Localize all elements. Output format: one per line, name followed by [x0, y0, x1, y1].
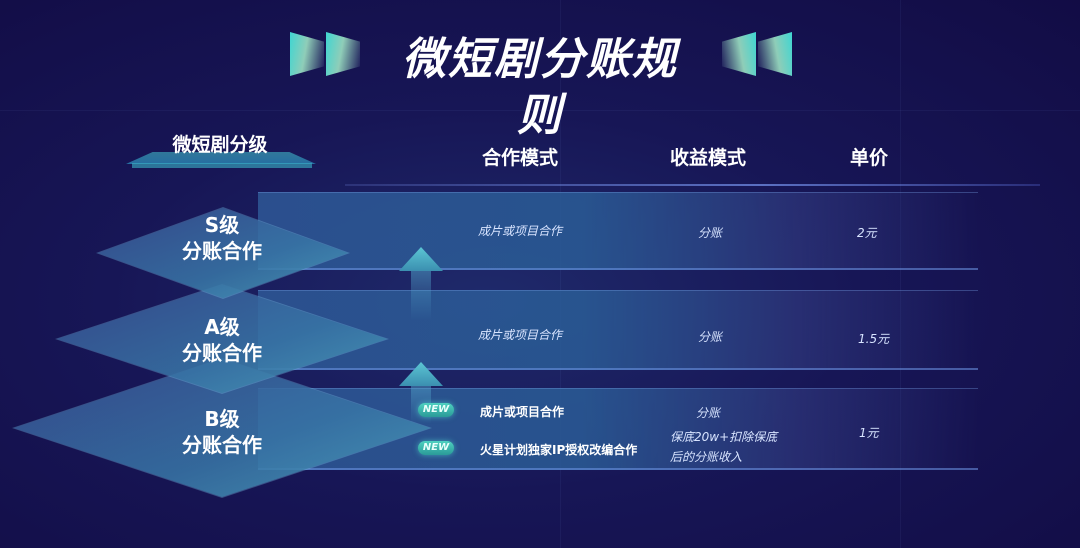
bg-grid-line [900, 0, 901, 548]
tier-a-revenue: 分账 [698, 330, 723, 344]
tier-a-cooperation: 成片或项目合作 [478, 328, 563, 342]
tier-b-mode: 分账合作 [182, 433, 262, 457]
title-right-trapezoid-icon [722, 32, 756, 76]
title-left-trapezoid-icon [326, 32, 360, 76]
header-divider [345, 184, 1040, 186]
tier-b-revenue-2-line2: 后的分账收入 [670, 450, 743, 464]
revenue-column-header: 收益模式 [670, 147, 747, 169]
tier-s-cooperation: 成片或项目合作 [478, 224, 563, 238]
bg-grid-line [0, 110, 1080, 111]
price-column-header: 单价 [850, 147, 889, 169]
tier-b-label: B级 分账合作 [142, 406, 302, 458]
up-arrow-shaft [411, 270, 431, 320]
tier-a-band [258, 290, 978, 370]
page-title: 微短剧分账规则 [402, 34, 678, 141]
level-header-plate [126, 152, 316, 164]
tier-a-label: A级 分账合作 [142, 314, 302, 366]
tier-s-band [258, 192, 978, 270]
tier-b-revenue-2-line1: 保底20w+扣除保底 [670, 430, 778, 444]
title-left-trapezoid-icon [290, 32, 324, 76]
tier-s-mode: 分账合作 [182, 239, 262, 263]
tier-b-cooperation-1: 成片或项目合作 [480, 405, 565, 419]
tier-s-price: 2元 [857, 226, 877, 240]
cooperation-column-header: 合作模式 [482, 147, 559, 169]
level-header-plate-base [132, 163, 312, 168]
tier-s-label: S级 分账合作 [142, 212, 302, 264]
tier-a-grade: A级 [204, 315, 240, 339]
tier-s-revenue: 分账 [698, 226, 723, 240]
title-right-trapezoid-icon [758, 32, 792, 76]
tier-b-cooperation-2: 火星计划独家IP授权改编合作 [480, 443, 638, 457]
new-badge: NEW [418, 441, 454, 455]
tier-b-grade: B级 [204, 407, 240, 431]
level-column-header: 微短剧分级 [172, 134, 268, 156]
new-badge: NEW [418, 403, 454, 417]
tier-a-price: 1.5元 [858, 332, 890, 346]
tier-s-grade: S级 [204, 213, 240, 237]
bg-grid-line [560, 0, 561, 548]
tier-b-price: 1元 [859, 426, 879, 440]
tier-a-mode: 分账合作 [182, 341, 262, 365]
tier-b-band [258, 388, 978, 470]
tier-b-revenue-1: 分账 [696, 406, 721, 420]
